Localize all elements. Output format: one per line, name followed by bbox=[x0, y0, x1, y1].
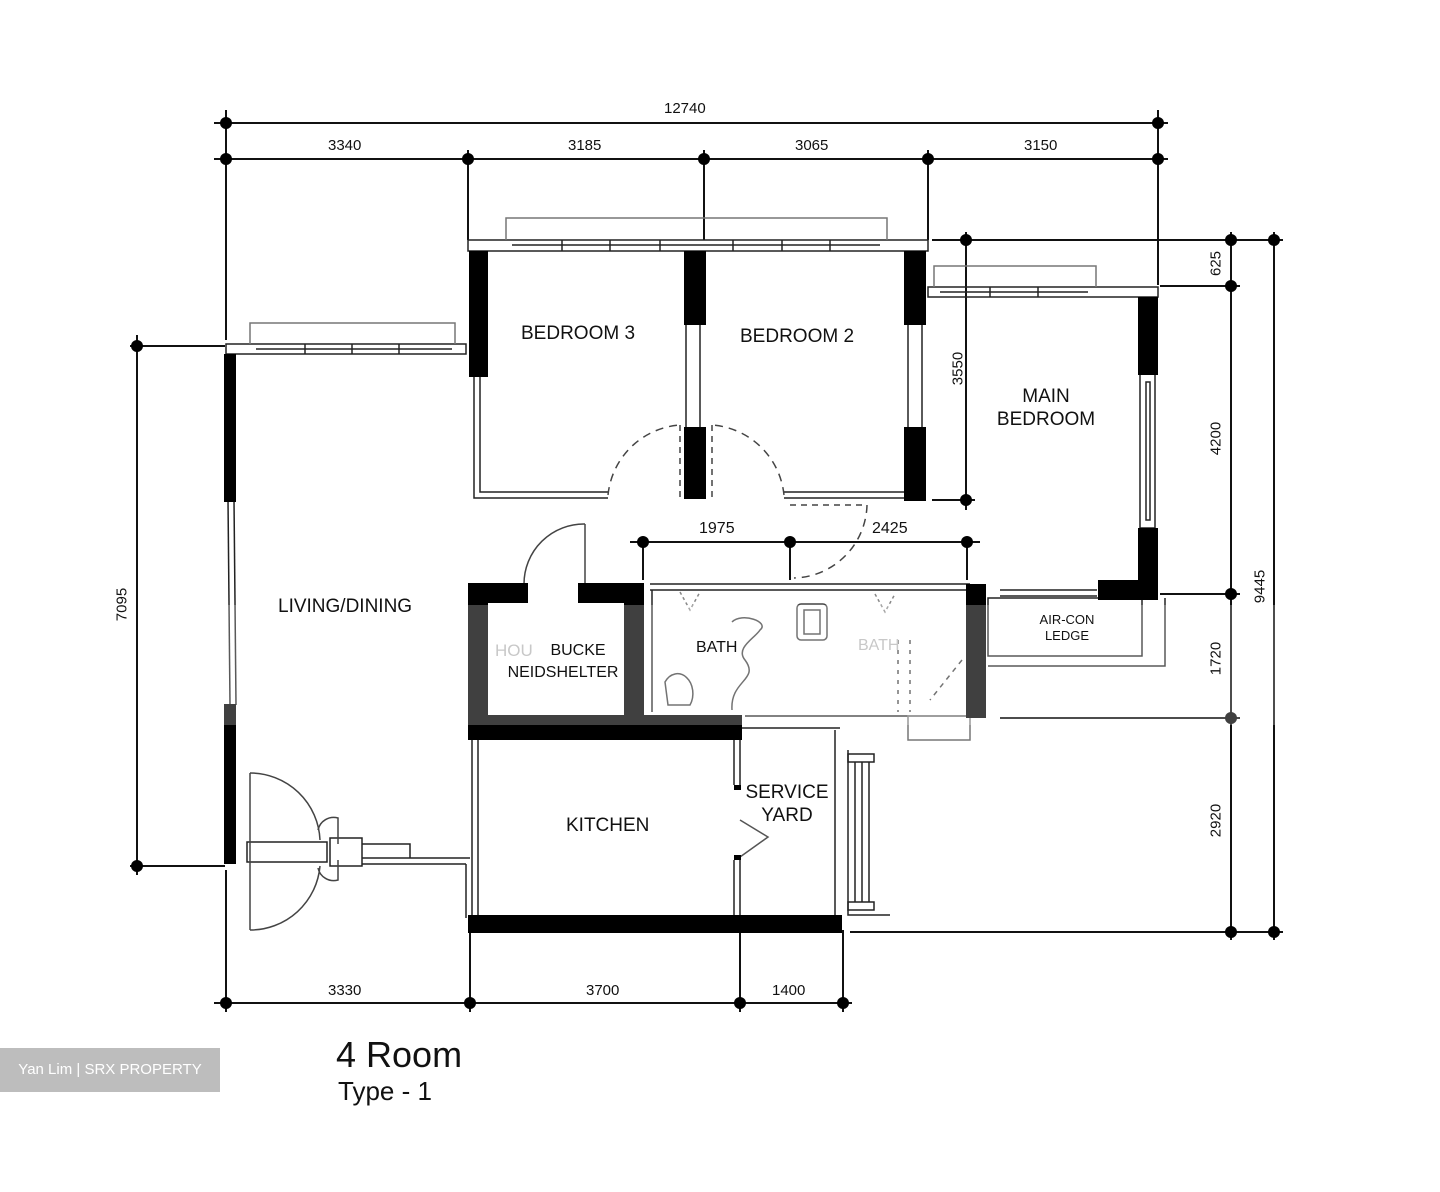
dim-bottom-seg-2: 3700 bbox=[586, 982, 620, 999]
plan-subtitle: Type - 1 bbox=[338, 1076, 432, 1106]
dim-inner-1975: 1975 bbox=[699, 520, 735, 537]
plan-title: 4 Room bbox=[336, 1034, 463, 1075]
faint-band bbox=[150, 605, 1330, 725]
dim-right-total: 9445 bbox=[1251, 569, 1269, 604]
dim-left-height: 7095 bbox=[113, 587, 131, 622]
shelter-line-1: BUCKE bbox=[550, 642, 606, 659]
dim-top-seg-3: 3065 bbox=[795, 137, 829, 154]
dim-right-mid: 1720 bbox=[1207, 641, 1225, 676]
dim-right-2920: 2920 bbox=[1207, 803, 1225, 838]
dim-top-seg-2: 3185 bbox=[568, 137, 602, 154]
room-label-bath-1: BATH bbox=[696, 639, 738, 656]
room-label-shelter-faint: HOU bbox=[495, 641, 533, 660]
aircon-line-2: LEDGE bbox=[1044, 628, 1090, 643]
dim-right-4200: 4200 bbox=[1207, 421, 1225, 456]
room-label-aircon-ledge: AIR-CON LEDGE bbox=[1022, 612, 1112, 644]
windows-and-thin-walls bbox=[225, 217, 1166, 918]
dim-inner-2425: 2425 bbox=[872, 520, 908, 537]
dimension-lines bbox=[130, 110, 1283, 1012]
room-label-bedroom-3: BEDROOM 3 bbox=[521, 323, 636, 344]
aircon-line-1: AIR-CON bbox=[1039, 612, 1095, 627]
room-label-kitchen: KITCHEN bbox=[566, 815, 650, 836]
dim-top-seg-1: 3340 bbox=[328, 137, 362, 154]
dim-top-seg-4: 3150 bbox=[1024, 137, 1058, 154]
structural-walls bbox=[224, 251, 1158, 933]
room-label-bedroom-2: BEDROOM 2 bbox=[740, 326, 855, 347]
main-bedroom-line-1: MAIN bbox=[1022, 386, 1070, 407]
main-bedroom-line-2: BEDROOM bbox=[996, 409, 1096, 430]
room-label-main-bedroom: MAIN BEDROOM bbox=[992, 385, 1100, 431]
watermark-badge: Yan Lim | SRX PROPERTY bbox=[0, 1048, 220, 1092]
door-swings bbox=[249, 424, 963, 931]
shelter-line-2: NEIDSHELTER bbox=[507, 664, 619, 681]
dim-right-625: 625 bbox=[1207, 250, 1225, 277]
service-yard-line-1: SERVICE bbox=[745, 782, 829, 803]
room-label-household-shelter: BUCKE NEIDSHELTER bbox=[500, 640, 626, 684]
dim-bottom-seg-1: 3330 bbox=[328, 982, 362, 999]
room-label-bath-2: BATH bbox=[858, 637, 900, 654]
dim-bedroom-height: 3550 bbox=[949, 351, 967, 386]
dim-top-total: 12740 bbox=[664, 100, 706, 117]
room-label-service-yard: SERVICE YARD bbox=[742, 781, 832, 827]
dim-bottom-seg-3: 1400 bbox=[772, 982, 806, 999]
room-label-living-dining: LIVING/DINING bbox=[278, 596, 413, 617]
service-yard-line-2: YARD bbox=[761, 805, 813, 826]
